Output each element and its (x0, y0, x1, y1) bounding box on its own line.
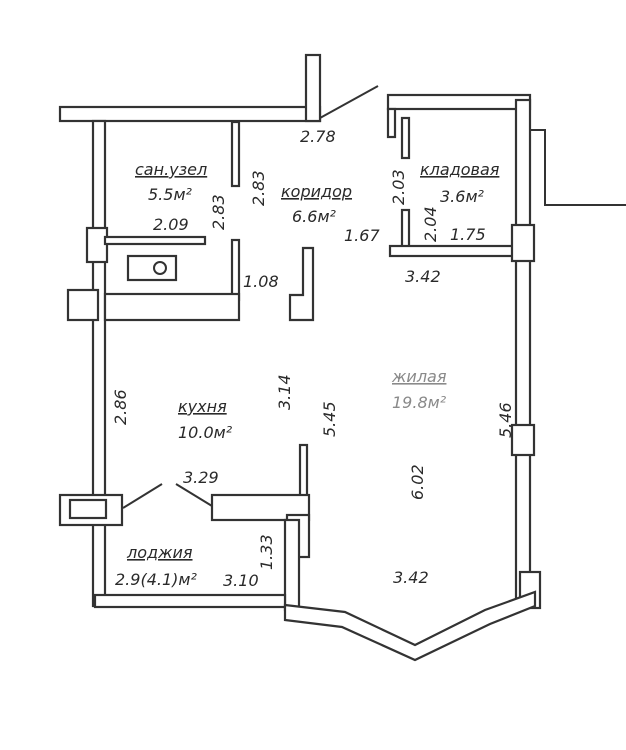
kitchen-area: 10.0м² (178, 423, 233, 442)
dim-living-left: 5.45 (320, 401, 339, 437)
loggia-area: 2.9(4.1)м² (115, 570, 197, 589)
bathroom-area: 5.5м² (148, 185, 193, 204)
living-area: 19.8м² (392, 393, 447, 412)
bath-bottom-wall (103, 292, 241, 322)
room-labels: сан.узел 5.5м² коридор 6.6м² кладовая 3.… (115, 160, 500, 589)
bath-partition-bottom (230, 238, 241, 302)
loggia-door-left (122, 483, 163, 509)
storage-wall-stub (386, 107, 397, 139)
toilet-bowl (153, 261, 167, 275)
dim-corridor-width: 1.67 (344, 226, 380, 245)
dim-living-top: 3.42 (405, 267, 441, 286)
dim-living-right: 5.46 (496, 402, 515, 438)
dim-storage-lower: 2.04 (421, 206, 440, 242)
right-column-2 (510, 423, 536, 457)
storage-left-wall-top (400, 116, 411, 160)
top-wall (58, 105, 322, 123)
toilet-icon (126, 254, 178, 282)
loggia-railing (93, 593, 287, 609)
dim-living-depth: 6.02 (408, 464, 427, 500)
dim-kitchen-width: 3.29 (183, 468, 219, 487)
dim-bath-left: 2.83 (209, 194, 228, 230)
storage-name: кладовая (420, 160, 500, 179)
corridor-area: 6.6м² (292, 207, 337, 226)
bay-window (283, 590, 537, 662)
storage-top-wall (386, 93, 532, 111)
dim-kitchen-left: 2.86 (111, 389, 130, 425)
dim-living-bottom: 3.42 (393, 568, 429, 587)
dim-corridor-top: 2.78 (300, 127, 336, 146)
dimension-labels: 2.78 2.83 2.83 2.09 1.08 1.67 2.03 2.04 … (111, 127, 515, 590)
dim-bath-door: 1.08 (243, 272, 279, 291)
bath-partition-top (230, 120, 241, 188)
dim-loggia-width: 3.10 (223, 571, 259, 590)
kitchen-name: кухня (178, 397, 227, 416)
dim-storage-width: 1.75 (450, 225, 486, 244)
loggia-right-wall (283, 518, 301, 612)
right-outer-line (530, 129, 626, 206)
dim-bath-width: 2.09 (153, 215, 189, 234)
loggia-door-right (175, 483, 213, 507)
dim-bath-right: 2.83 (249, 170, 268, 206)
living-name: жилая (391, 367, 447, 386)
top-stub-wall (304, 53, 322, 123)
walls (58, 53, 626, 662)
left-block (66, 288, 100, 322)
right-column (510, 223, 536, 263)
bathroom-name: сан.узел (135, 160, 207, 179)
kitchen-living-wall (298, 443, 309, 499)
dim-storage-left: 2.03 (389, 169, 408, 205)
left-wall (91, 119, 107, 608)
bath-inner-wall (103, 235, 207, 246)
corridor-partition (288, 246, 315, 322)
storage-bottom-wall (388, 244, 520, 258)
dim-loggia-depth: 1.33 (257, 534, 276, 570)
dim-kitchen-right: 3.14 (275, 374, 294, 410)
left-pier-inner (68, 498, 108, 520)
entrance-door-swing (319, 85, 379, 119)
right-wall (514, 98, 532, 602)
corridor-name: коридор (281, 182, 352, 201)
storage-area: 3.6м² (440, 187, 485, 206)
loggia-name: лоджия (126, 543, 193, 562)
storage-left-wall-bottom (400, 208, 411, 252)
